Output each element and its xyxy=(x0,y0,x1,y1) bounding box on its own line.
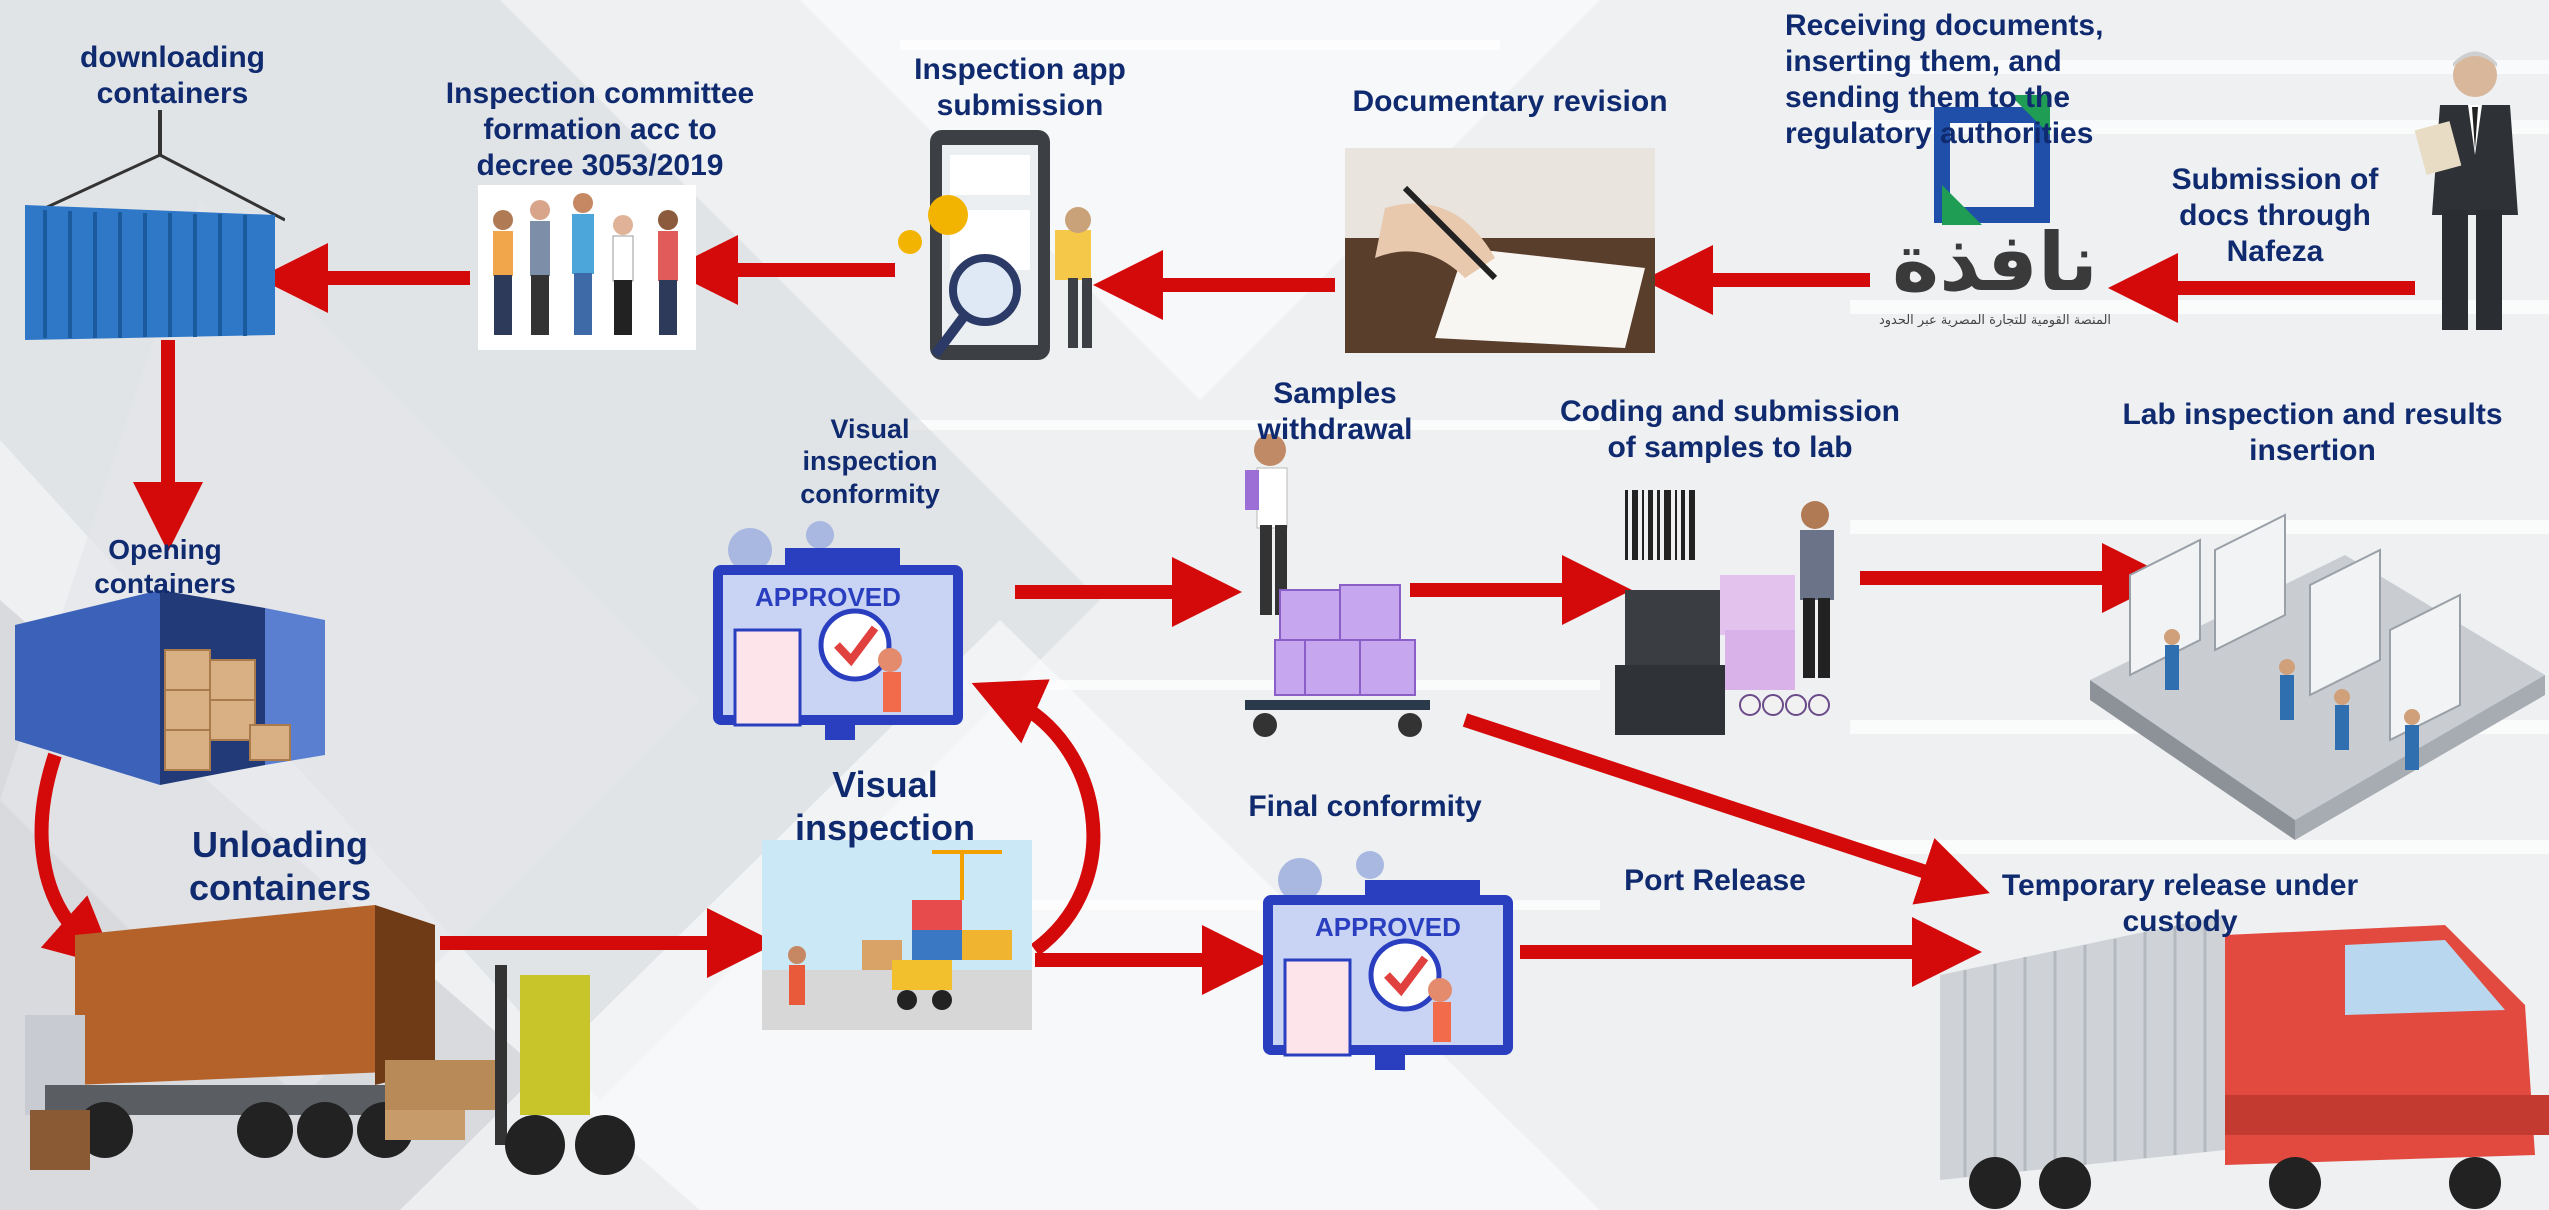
nafeza-subtitle: المنصة القومية للتجارة المصرية عبر الحدو… xyxy=(1878,313,2112,328)
businessman-illustration xyxy=(2414,51,2518,330)
hanging-container-illustration xyxy=(25,110,285,340)
lab-inspection-illustration xyxy=(2090,513,2545,840)
approved-badge-visual: APPROVED xyxy=(755,582,901,612)
arrow-opening-to-unloading xyxy=(34,752,117,968)
label-visual-conformity: Visual inspection conformity xyxy=(800,414,940,509)
label-port-release: Port Release xyxy=(1624,864,1806,897)
red-truck-illustration xyxy=(1940,915,2549,1209)
approved-monitor-visual: APPROVED xyxy=(705,520,975,755)
visual-inspection-scene xyxy=(762,840,1032,1030)
label-visual-inspection: Visual inspection xyxy=(794,764,976,849)
approved-monitor-final: APPROVED xyxy=(1255,850,1525,1085)
open-container-illustration xyxy=(15,590,325,785)
label-opening-containers: Opening containers xyxy=(94,534,236,599)
nafeza-emblem-icon xyxy=(1934,95,2050,225)
arrow-visual-to-conformity xyxy=(971,679,1101,956)
label-downloading-containers: downloading containers xyxy=(80,41,265,110)
committee-people-illustration xyxy=(478,185,696,350)
document-signing-photo xyxy=(1345,148,1655,353)
inspection-app-illustration xyxy=(898,130,1092,360)
label-lab-inspection: Lab inspection and results insertion xyxy=(2122,398,2503,467)
label-inspection-committee: Inspection committee formation acc to de… xyxy=(445,77,755,182)
label-final-conformity: Final conformity xyxy=(1248,790,1482,823)
barcode-coding-illustration xyxy=(1615,490,1834,735)
label-submission-nafeza: Submission of docs through Nafeza xyxy=(2171,163,2379,268)
label-receiving-documents: Receiving documents, inserting them, and… xyxy=(1785,9,2104,150)
label-samples-withdrawal: Samples withdrawal xyxy=(1257,377,1413,446)
nafeza-arabic-name: نافذة xyxy=(1892,216,2098,309)
label-coding-submission: Coding and submission of samples to lab xyxy=(1559,395,1900,464)
arrow-samples-to-temporary xyxy=(1462,713,1990,905)
label-unloading-containers: Unloading containers xyxy=(188,824,372,909)
approved-badge-final: APPROVED xyxy=(1315,912,1461,942)
label-documentary-revision: Documentary revision xyxy=(1352,85,1668,118)
label-inspection-app: Inspection app submission xyxy=(914,53,1126,122)
label-temporary-release: Temporary release under custody xyxy=(2001,869,2359,938)
samples-trolley-illustration xyxy=(1245,434,1430,737)
nafeza-logo: نافذة المنصة القومية للتجارة المصرية عبر… xyxy=(1860,95,2130,345)
unloading-truck-illustration xyxy=(25,905,635,1175)
